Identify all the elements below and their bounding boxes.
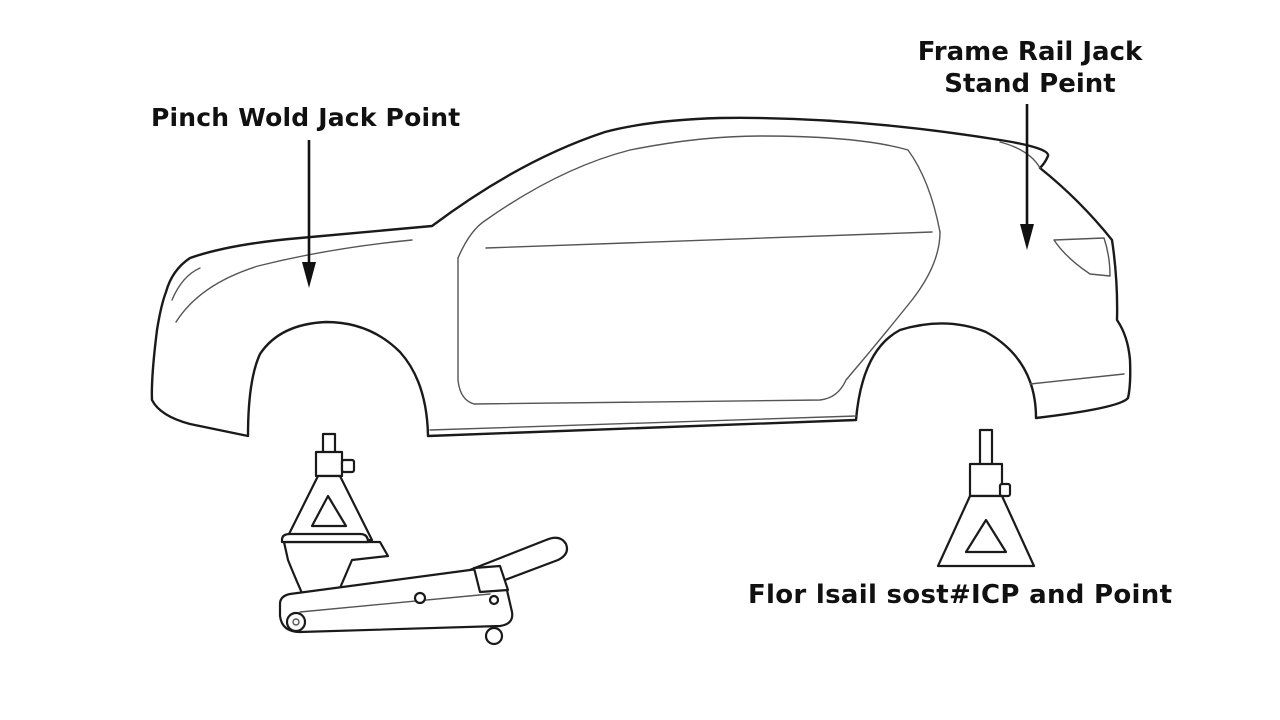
floor-jack: [278, 532, 569, 646]
jack-stand-right: [936, 428, 1036, 568]
taillight: [1053, 237, 1111, 277]
rocker-panel-line: [429, 415, 857, 431]
jack-stand-left: [284, 432, 374, 542]
car-outline: [150, 116, 1132, 438]
belt-line: [485, 231, 933, 249]
window-outline: [457, 135, 941, 259]
fender-crease-line: [175, 239, 413, 323]
floor-point-label: Flor lsail sost#ICP and Point: [748, 580, 1173, 610]
pinch-weld-arrow: [302, 140, 316, 288]
car-body: [150, 116, 1132, 438]
frame-rail-arrow: [1020, 104, 1034, 250]
rear-bumper-line: [1029, 373, 1125, 385]
frame-rail-label: Frame Rail Jack Stand Peint: [880, 36, 1180, 100]
door-outline: [457, 231, 941, 405]
frame-rail-label-line1: Frame Rail Jack: [917, 37, 1143, 67]
spoiler-line: [999, 141, 1041, 169]
pinch-weld-label: Pinch Wold Jack Point: [151, 103, 461, 132]
frame-rail-label-line2: Stand Peint: [944, 69, 1116, 99]
headlight: [171, 267, 201, 301]
